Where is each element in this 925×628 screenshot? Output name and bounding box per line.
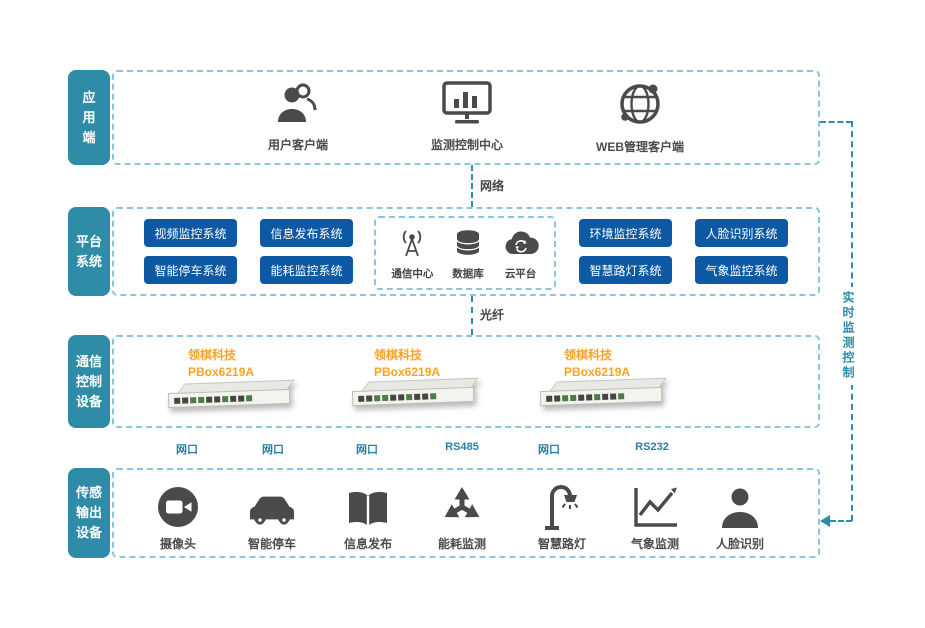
sensors-layer-box xyxy=(112,468,820,558)
platform-layer-box xyxy=(112,207,820,296)
app-item-user-client: 用户客户端 xyxy=(248,82,348,153)
layer-tab-application-label: 应用端 xyxy=(82,89,96,145)
app-item-label: 监测控制中心 xyxy=(430,138,503,152)
app-platform-connector-line xyxy=(471,165,473,207)
sensor-item-info-publish: 信息发布 xyxy=(332,482,404,552)
realtime-control-label: 实时监测控制 xyxy=(840,287,857,385)
port-label: 网口 xyxy=(262,444,284,456)
layer-tab-communication: 通信控制设备 xyxy=(68,335,110,428)
layer-tab-sensors-label: 传感输出设备 xyxy=(75,485,102,540)
hub-item-label: 通信中心 xyxy=(391,267,434,280)
device-label: 领棋科技 PBox6219A xyxy=(564,347,630,381)
sensor-item-energy: 能耗监测 xyxy=(426,482,498,552)
recycle-icon xyxy=(439,482,485,530)
sensor-item-label: 智慧路灯 xyxy=(537,537,586,551)
sensor-item-weather: 气象监测 xyxy=(619,482,691,552)
fiber-connector-label: 光纤 xyxy=(480,308,505,322)
system-button-face-recognition: 人脸识别系统 xyxy=(695,219,788,247)
cloud-sync-icon xyxy=(503,228,539,263)
globe-network-icon xyxy=(616,80,664,133)
sensor-item-label: 能耗监测 xyxy=(437,537,486,551)
device-brand: 领棋科技 xyxy=(374,348,423,362)
device-model: PBox6219A xyxy=(188,365,255,379)
application-layer-box xyxy=(112,70,820,165)
users-icon xyxy=(273,82,323,131)
system-button-info-publishing: 信息发布系统 xyxy=(260,219,353,247)
port-label: RS232 xyxy=(635,441,669,453)
system-button-energy-monitoring: 能耗监控系统 xyxy=(260,256,353,284)
network-connector-label: 网络 xyxy=(480,179,505,193)
hub-item-database: 数据库 xyxy=(452,228,484,281)
device-label: 领棋科技 PBox6219A xyxy=(374,347,440,381)
system-button-smart-parking: 智能停车系统 xyxy=(144,256,237,284)
system-button-environment-monitoring: 环境监控系统 xyxy=(579,219,672,247)
hub-item-label: 云平台 xyxy=(504,267,537,280)
platform-hub-box: 通信中心 数据库 云平台 xyxy=(374,216,556,290)
layer-tab-platform: 平台系统 xyxy=(68,207,110,296)
sensor-item-streetlamp: 智慧路灯 xyxy=(526,482,598,552)
sensor-item-camera: 摄像头 xyxy=(142,482,214,552)
sensor-item-label: 智能停车 xyxy=(247,537,296,551)
feedback-loop-bottom-line xyxy=(830,520,852,522)
layer-tab-application: 应用端 xyxy=(68,70,110,165)
layer-tab-communication-label: 通信控制设备 xyxy=(75,353,102,409)
device-model: PBox6219A xyxy=(374,365,441,379)
open-book-icon xyxy=(344,482,392,530)
port-label: 网口 xyxy=(176,444,198,456)
camera-icon xyxy=(155,482,201,530)
antenna-icon xyxy=(397,228,427,263)
device-brand: 领棋科技 xyxy=(564,348,613,362)
app-item-control-center: 监测控制中心 xyxy=(412,80,522,153)
person-icon xyxy=(719,482,761,530)
app-item-label: WEB管理客户端 xyxy=(596,140,684,154)
sensor-item-label: 气象监测 xyxy=(630,537,679,551)
pbox-device xyxy=(351,377,479,407)
platform-comm-connector-line xyxy=(471,296,473,335)
hub-item-comm-center: 通信中心 xyxy=(391,228,433,281)
hub-item-cloud-platform: 云平台 xyxy=(503,228,539,281)
layer-tab-sensors: 传感输出设备 xyxy=(68,468,110,558)
sensor-item-parking: 智能停车 xyxy=(236,482,308,552)
port-label: RS485 xyxy=(445,441,479,453)
feedback-loop-top-line xyxy=(820,121,852,123)
system-button-video-surveillance: 视频监控系统 xyxy=(144,219,237,247)
street-lamp-icon xyxy=(540,482,584,530)
feedback-loop-arrowhead-icon xyxy=(820,515,830,527)
device-model: PBox6219A xyxy=(564,365,631,379)
port-label: 网口 xyxy=(538,444,560,456)
monitor-chart-icon xyxy=(441,80,493,131)
app-item-label: 用户客户端 xyxy=(267,138,328,152)
line-chart-icon xyxy=(631,482,679,530)
app-item-web-client: WEB管理客户端 xyxy=(576,80,704,155)
sensor-item-label: 信息发布 xyxy=(343,537,392,551)
sensor-item-label: 人脸识别 xyxy=(715,537,764,551)
sensor-item-face: 人脸识别 xyxy=(704,482,776,552)
communication-layer-box xyxy=(112,335,820,428)
system-button-smart-streetlamp: 智慧路灯系统 xyxy=(579,256,672,284)
device-brand: 领棋科技 xyxy=(188,348,237,362)
system-button-weather-monitoring: 气象监控系统 xyxy=(695,256,788,284)
car-icon xyxy=(244,482,300,530)
layer-tab-platform-label: 平台系统 xyxy=(75,233,102,269)
hub-item-label: 数据库 xyxy=(452,267,484,280)
pbox-device xyxy=(539,377,667,407)
device-label: 领棋科技 PBox6219A xyxy=(188,347,254,381)
database-icon xyxy=(453,228,483,263)
sensor-item-label: 摄像头 xyxy=(159,537,196,551)
port-label: 网口 xyxy=(356,444,378,456)
pbox-device xyxy=(167,379,295,409)
